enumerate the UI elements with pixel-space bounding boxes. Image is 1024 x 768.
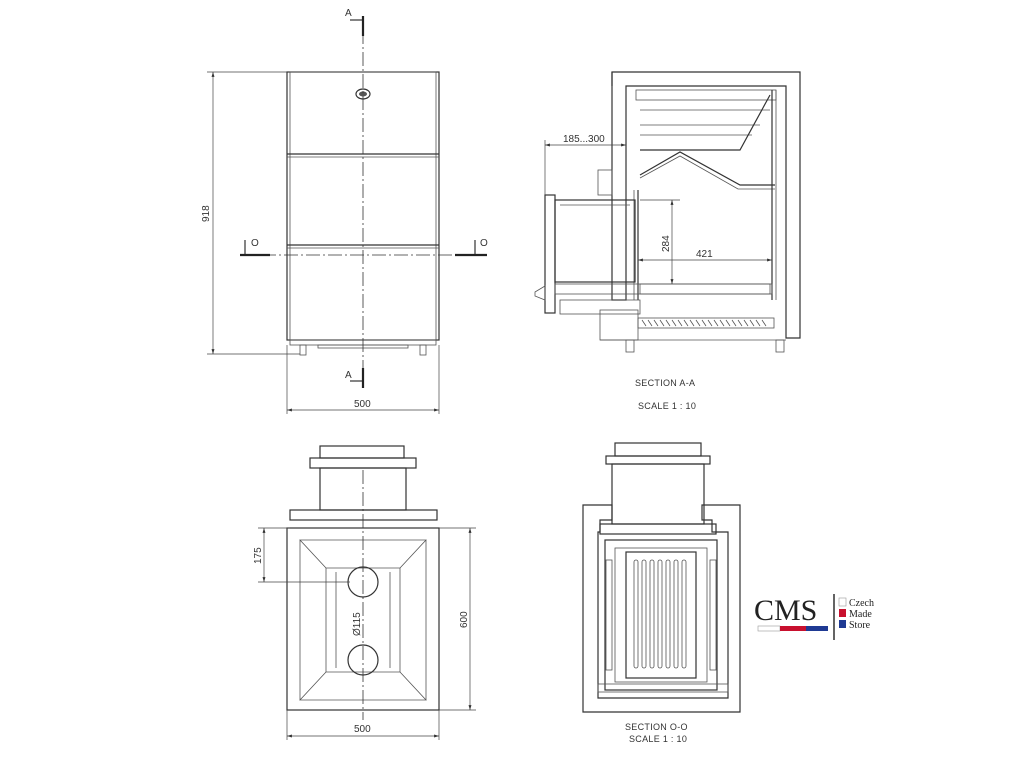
section-mark-a-top: A [345, 8, 352, 19]
section-aa-title: SECTION A-A [635, 378, 695, 388]
section-mark-o-left: O [251, 238, 259, 249]
dim-height-284: 284 [661, 235, 672, 252]
dim-width-500-top: 500 [354, 724, 371, 735]
logo-line-store: Store [849, 620, 871, 631]
logo-stripe-white [757, 625, 781, 632]
dim-width-500-front: 500 [354, 399, 371, 410]
dim-depth-421: 421 [696, 249, 713, 260]
section-oo-scale: SCALE 1 : 10 [629, 734, 687, 744]
logo-stripe-red [780, 626, 806, 631]
dim-diameter-115: Ø115 [352, 612, 363, 636]
logo-square-white [838, 597, 847, 607]
dim-offset-185-300: 185...300 [563, 134, 605, 145]
cms-logo: CMS Czech Made Store [754, 594, 874, 640]
section-oo-title: SECTION O-O [625, 722, 688, 732]
dim-offset-175: 175 [253, 547, 264, 564]
grate-slots [633, 559, 687, 669]
logo-mark: CMS [754, 594, 817, 627]
dim-depth-600: 600 [459, 611, 470, 628]
section-aa-view: 185...300 284 421 SECTION A-A SCALE 1 : … [534, 71, 801, 411]
logo-line-made: Made [849, 609, 872, 620]
dim-height-918: 918 [201, 205, 212, 222]
section-oo-view: SECTION O-O SCALE 1 : 10 [582, 442, 741, 744]
logo-square-red [839, 609, 846, 617]
front-view: A A O O 918 500 [201, 8, 488, 414]
logo-line-czech: Czech [849, 598, 874, 609]
logo-square-blue [839, 620, 846, 628]
logo-stripe-blue [806, 626, 828, 631]
section-mark-a-bottom: A [345, 370, 352, 381]
top-view: 175 600 Ø115 500 [253, 445, 476, 740]
wall-hatch-oo [582, 504, 741, 713]
lower-grille [641, 319, 767, 327]
section-aa-scale: SCALE 1 : 10 [638, 401, 696, 411]
section-mark-o-right: O [480, 238, 488, 249]
